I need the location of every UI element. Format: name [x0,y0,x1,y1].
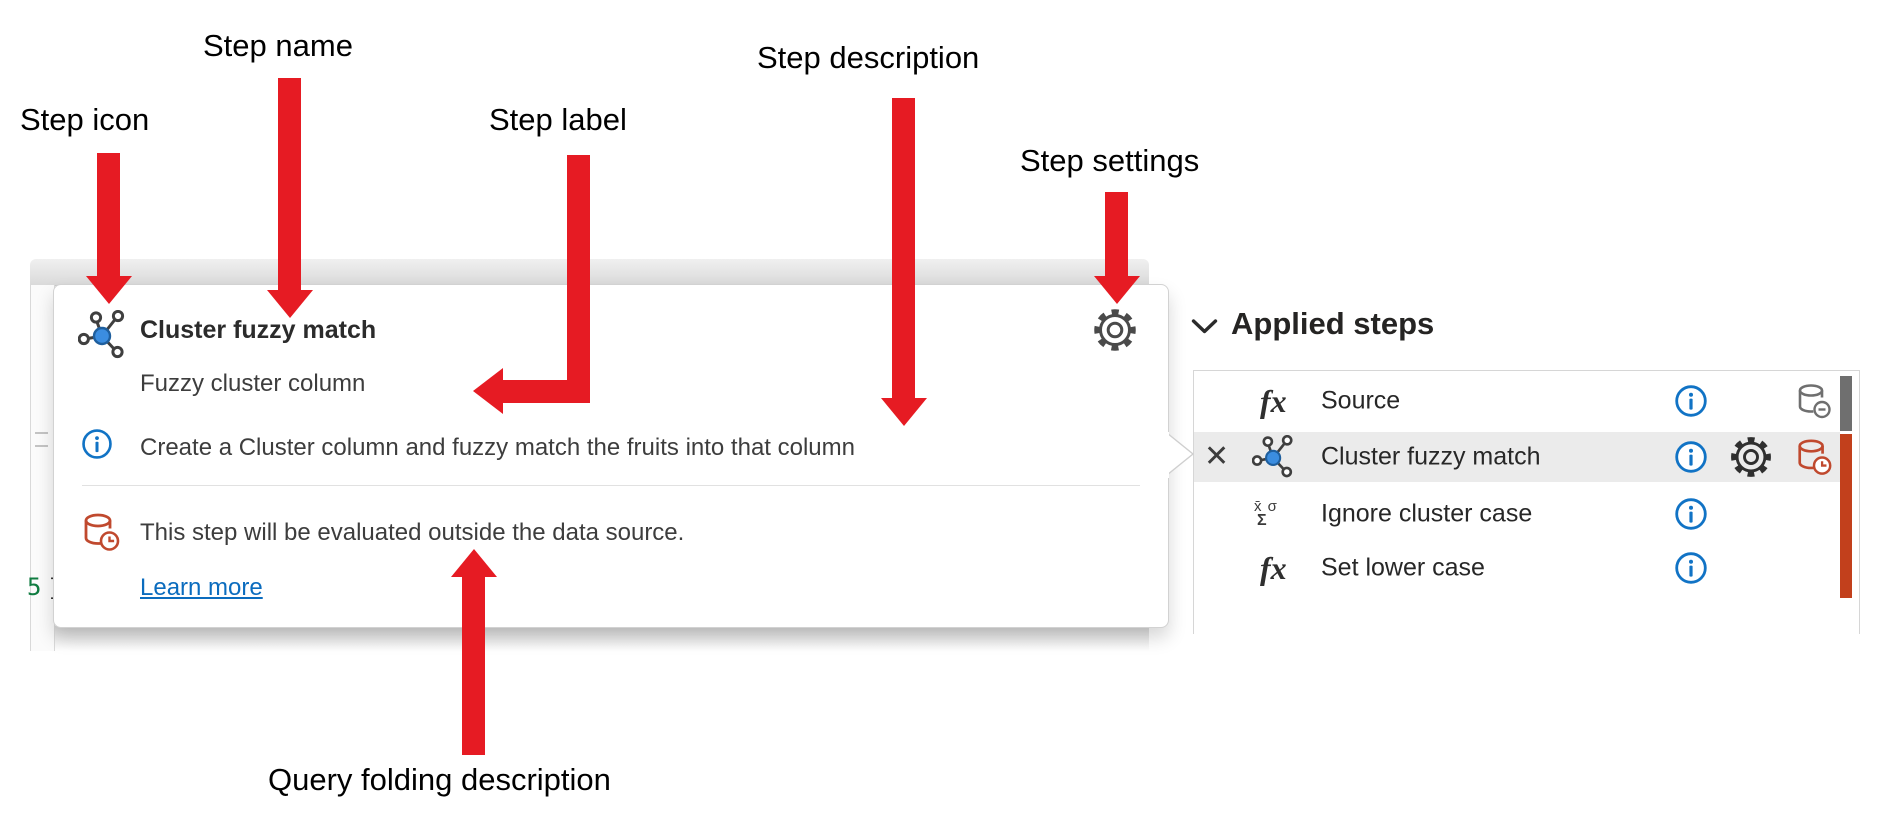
gutter-tick [35,445,48,447]
query-folding-annotation: Query folding description [268,762,611,797]
chevron-down-icon[interactable] [1191,318,1218,340]
card-bottom-shadow [30,626,1149,651]
editor-line-number: 5 [27,573,42,601]
gear-icon[interactable] [1727,433,1775,481]
step-row-label: Cluster fuzzy match [1321,442,1541,471]
learn-more-link[interactable]: Learn more [140,574,263,601]
info-icon[interactable] [1674,551,1708,585]
database-clock-icon [1798,439,1832,475]
step-row-ignore-cluster-case[interactable]: x̄ σ Σ Ignore cluster case [1194,490,1840,538]
step-row-cluster-fuzzy-match[interactable]: ✕ Cluster fuzzy match [1194,432,1840,482]
database-clock-icon [84,513,120,551]
statistics-icon: x̄ σ Σ [1254,498,1278,529]
step-name-annotation: Step name [203,28,353,63]
delete-step-icon[interactable]: ✕ [1204,440,1230,473]
cluster-icon [1252,435,1293,478]
step-row-label: Set lower case [1321,553,1485,582]
step-label-text: Fuzzy cluster column [140,370,366,397]
step-row-source[interactable]: fx Source [1194,377,1840,425]
query-folding-text: This step will be evaluated outside the … [140,519,685,546]
step-settings-annotation: Step settings [1020,143,1200,178]
tooltip-divider [82,485,1140,486]
step-row-label: Ignore cluster case [1321,499,1533,528]
step-tooltip-card: Cluster fuzzy match Fuzzy cluster column… [53,284,1195,628]
applied-steps-panel: fx Source ✕ [1193,370,1860,634]
folding-indicator-bar-gray [1840,376,1852,431]
gear-icon [1094,309,1136,351]
applied-steps-header[interactable]: Applied steps [1231,306,1435,341]
step-description-annotation: Step description [757,40,980,75]
step-name-text: Cluster fuzzy match [140,316,377,344]
info-icon [82,429,112,459]
cluster-step-icon [78,310,125,359]
fx-icon: fx [1260,383,1287,419]
step-settings-button[interactable] [1090,305,1140,355]
info-icon[interactable] [1674,497,1708,531]
step-label-annotation: Step label [489,102,627,137]
info-icon[interactable] [1674,384,1708,418]
editor-left-gutter: 5 ] [27,285,61,651]
fx-icon: fx [1260,550,1287,586]
tooltip-caret [1167,432,1195,478]
step-row-set-lower-case[interactable]: fx Set lower case [1194,544,1840,592]
info-icon[interactable] [1674,440,1708,474]
step-description-text: Create a Cluster column and fuzzy match … [140,434,855,461]
database-minus-icon [1798,384,1831,419]
step-row-label: Source [1321,386,1401,415]
step-icon-annotation: Step icon [20,102,150,137]
gutter-tick [35,432,48,434]
folding-indicator-bar-orange [1840,434,1852,598]
